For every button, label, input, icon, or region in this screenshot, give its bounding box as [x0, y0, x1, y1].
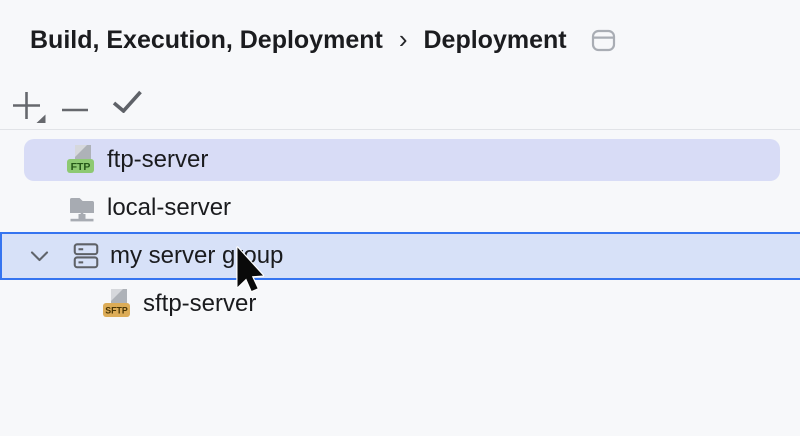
- breadcrumb: Build, Execution, Deployment › Deploymen…: [30, 26, 800, 55]
- toolbar-separator: [0, 129, 800, 130]
- folder-network-icon: [66, 192, 98, 224]
- server-list-toolbar: [13, 86, 143, 127]
- ftp-badge-text: FTP: [71, 161, 91, 173]
- breadcrumb-item-deployment: Deployment: [423, 26, 567, 54]
- remove-server-button[interactable]: [62, 100, 88, 115]
- tree-item-label: my server group: [110, 242, 284, 269]
- use-as-default-button[interactable]: [112, 90, 143, 116]
- chevron-down-icon[interactable]: [30, 250, 49, 262]
- tree-item-label: ftp-server: [107, 146, 209, 173]
- plus-dropdown-icon: [13, 86, 46, 127]
- tree-row-my-server-group[interactable]: my server group: [0, 232, 800, 280]
- sftp-badge-text: SFTP: [105, 305, 128, 315]
- tree-item-label: sftp-server: [143, 290, 257, 317]
- breadcrumb-separator: ›: [398, 24, 408, 54]
- server-tree: FTP ftp-server local-server: [0, 131, 800, 328]
- sftp-server-icon: SFTP: [102, 288, 134, 320]
- tree-row-sftp-server[interactable]: SFTP sftp-server: [0, 280, 800, 328]
- tree-row-local-server[interactable]: local-server: [0, 184, 800, 232]
- server-group-icon: [71, 241, 101, 271]
- tree-item-label: local-server: [107, 194, 232, 221]
- checkmark-icon: [112, 90, 143, 116]
- settings-dialog-icon: [591, 29, 616, 52]
- minus-icon: [62, 100, 88, 115]
- breadcrumb-item-build-execution-deployment[interactable]: Build, Execution, Deployment: [30, 26, 383, 54]
- selection-highlight: [24, 139, 780, 181]
- add-server-button[interactable]: [13, 86, 46, 127]
- tree-row-ftp-server[interactable]: FTP ftp-server: [0, 136, 800, 184]
- ftp-server-icon: FTP: [66, 144, 98, 176]
